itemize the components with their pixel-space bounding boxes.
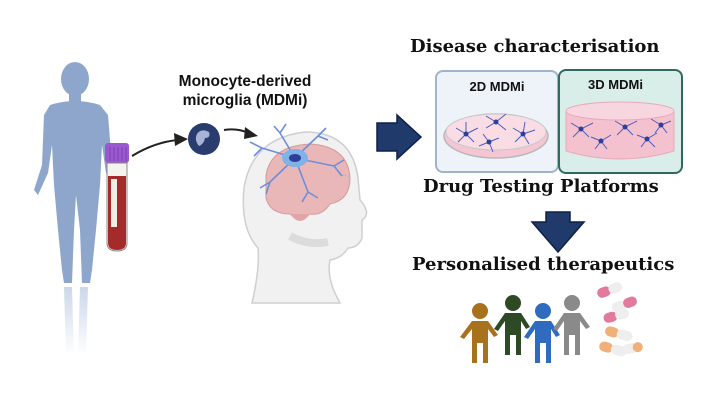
person-brown	[460, 303, 498, 363]
person-gray	[553, 295, 590, 355]
petri-dish-icon	[443, 113, 549, 159]
mdmi-title-line2: microglia (MDMi)	[182, 92, 308, 109]
human-silhouette-icon	[34, 62, 120, 355]
panel-2d-mdmi: 2D MDMi	[435, 70, 559, 173]
person-blue	[524, 303, 560, 363]
person-green	[494, 295, 530, 355]
drug-testing-heading: Drug Testing Platforms	[423, 176, 659, 197]
mdmi-title-line1: Monocyte-derived	[178, 73, 312, 90]
people-group-icon	[460, 295, 590, 363]
panel-3d-label: 3D MDMi	[588, 77, 643, 92]
monocyte-cell-icon	[188, 123, 220, 155]
pill-capsules-icon	[597, 282, 643, 357]
arrow-right-icon	[376, 113, 423, 161]
arrow-to-brain	[223, 127, 258, 139]
panel-3d-mdmi: 3D MDMi	[558, 69, 683, 174]
mdmi-title: Monocyte-derived microglia (MDMi)	[150, 72, 340, 110]
personalised-therapeutics-heading: Personalised therapeutics	[412, 254, 675, 275]
arrow-down-icon	[530, 211, 586, 254]
3d-culture-icon	[565, 101, 675, 160]
arrow-to-monocyte	[131, 133, 188, 157]
blood-tube-icon	[105, 143, 129, 252]
panel-2d-label: 2D MDMi	[469, 79, 525, 94]
head-brain-icon	[242, 123, 368, 304]
disease-characterisation-heading: Disease characterisation	[410, 36, 660, 57]
